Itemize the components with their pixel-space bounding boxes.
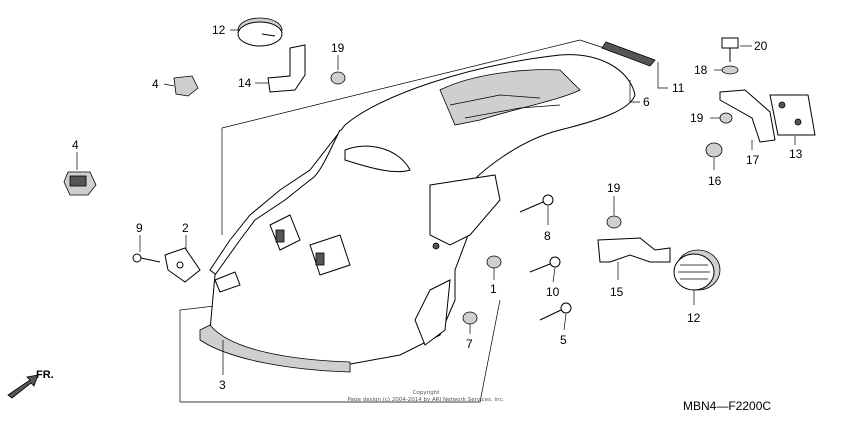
callout-20: 20 (754, 39, 768, 53)
callout-12-top: 12 (212, 23, 226, 37)
grommet-part-7 (462, 311, 478, 325)
callout-18: 16 (708, 174, 722, 188)
front-direction-arrow: FR. (7, 369, 54, 399)
callout-9: 9 (136, 221, 143, 235)
fr-label: FR. (36, 369, 54, 381)
bracket-part-2 (164, 247, 241, 293)
washer-part-17 (721, 65, 739, 75)
leader-lines (76, 29, 796, 375)
clip-part-4-top (173, 75, 199, 97)
nut-part-19-right (719, 112, 733, 124)
callout-17: 18 (694, 63, 708, 77)
nut-part-18 (705, 142, 723, 158)
grommet-part-1 (486, 255, 502, 269)
callout-5: 6 (643, 95, 650, 109)
reflector-part-12-top (237, 17, 283, 47)
callout-labels: 12 14 19 4 4 9 2 3 20 18 11 6 19 17 13 1… (72, 23, 803, 392)
callout-12-bottom: 12 (687, 311, 701, 325)
callout-8: 8 (544, 229, 551, 243)
bracket-part-14 (267, 44, 306, 93)
callout-4-top: 4 (152, 77, 159, 91)
callout-4-left: 4 (72, 138, 79, 152)
license-strip-part-5 (601, 41, 668, 103)
rear-fender (199, 54, 636, 373)
copyright-line-1: Copyright (413, 390, 441, 396)
bolt-part-20 (721, 37, 739, 62)
bolt-part-6 (539, 302, 572, 321)
diagram-code: MBN4—F2200C (683, 399, 771, 413)
pad-part-13 (769, 94, 816, 136)
callout-16: 17 (746, 153, 760, 167)
bracket-part-16 (719, 89, 776, 143)
bolt-part-10 (529, 256, 561, 273)
callout-19-right: 19 (690, 111, 704, 125)
bolt-part-9 (132, 253, 161, 263)
clip-part-4-left (63, 171, 97, 196)
callout-19-lower: 19 (607, 181, 621, 195)
callout-6: 5 (560, 333, 567, 347)
bracket-part-15 (597, 237, 671, 263)
callout-10: 10 (546, 285, 560, 299)
frame-lines (179, 39, 641, 403)
callout-7: 7 (466, 337, 473, 351)
callout-14: 14 (238, 76, 252, 90)
nut-part-19-lower (606, 215, 622, 229)
callout-3: 3 (219, 378, 226, 392)
callout-15: 15 (610, 285, 624, 299)
callout-1: 1 (490, 282, 497, 296)
callout-19-top: 19 (331, 41, 345, 55)
reflector-part-12-bottom (673, 249, 721, 291)
bolt-part-8 (519, 194, 554, 213)
nut-part-19-top (330, 71, 346, 85)
callout-11: 11 (672, 81, 685, 95)
callout-2: 2 (182, 221, 189, 235)
copyright-line-2: Page design (c) 2004-2014 by ARI Network… (348, 397, 505, 403)
callout-13: 13 (789, 147, 803, 161)
